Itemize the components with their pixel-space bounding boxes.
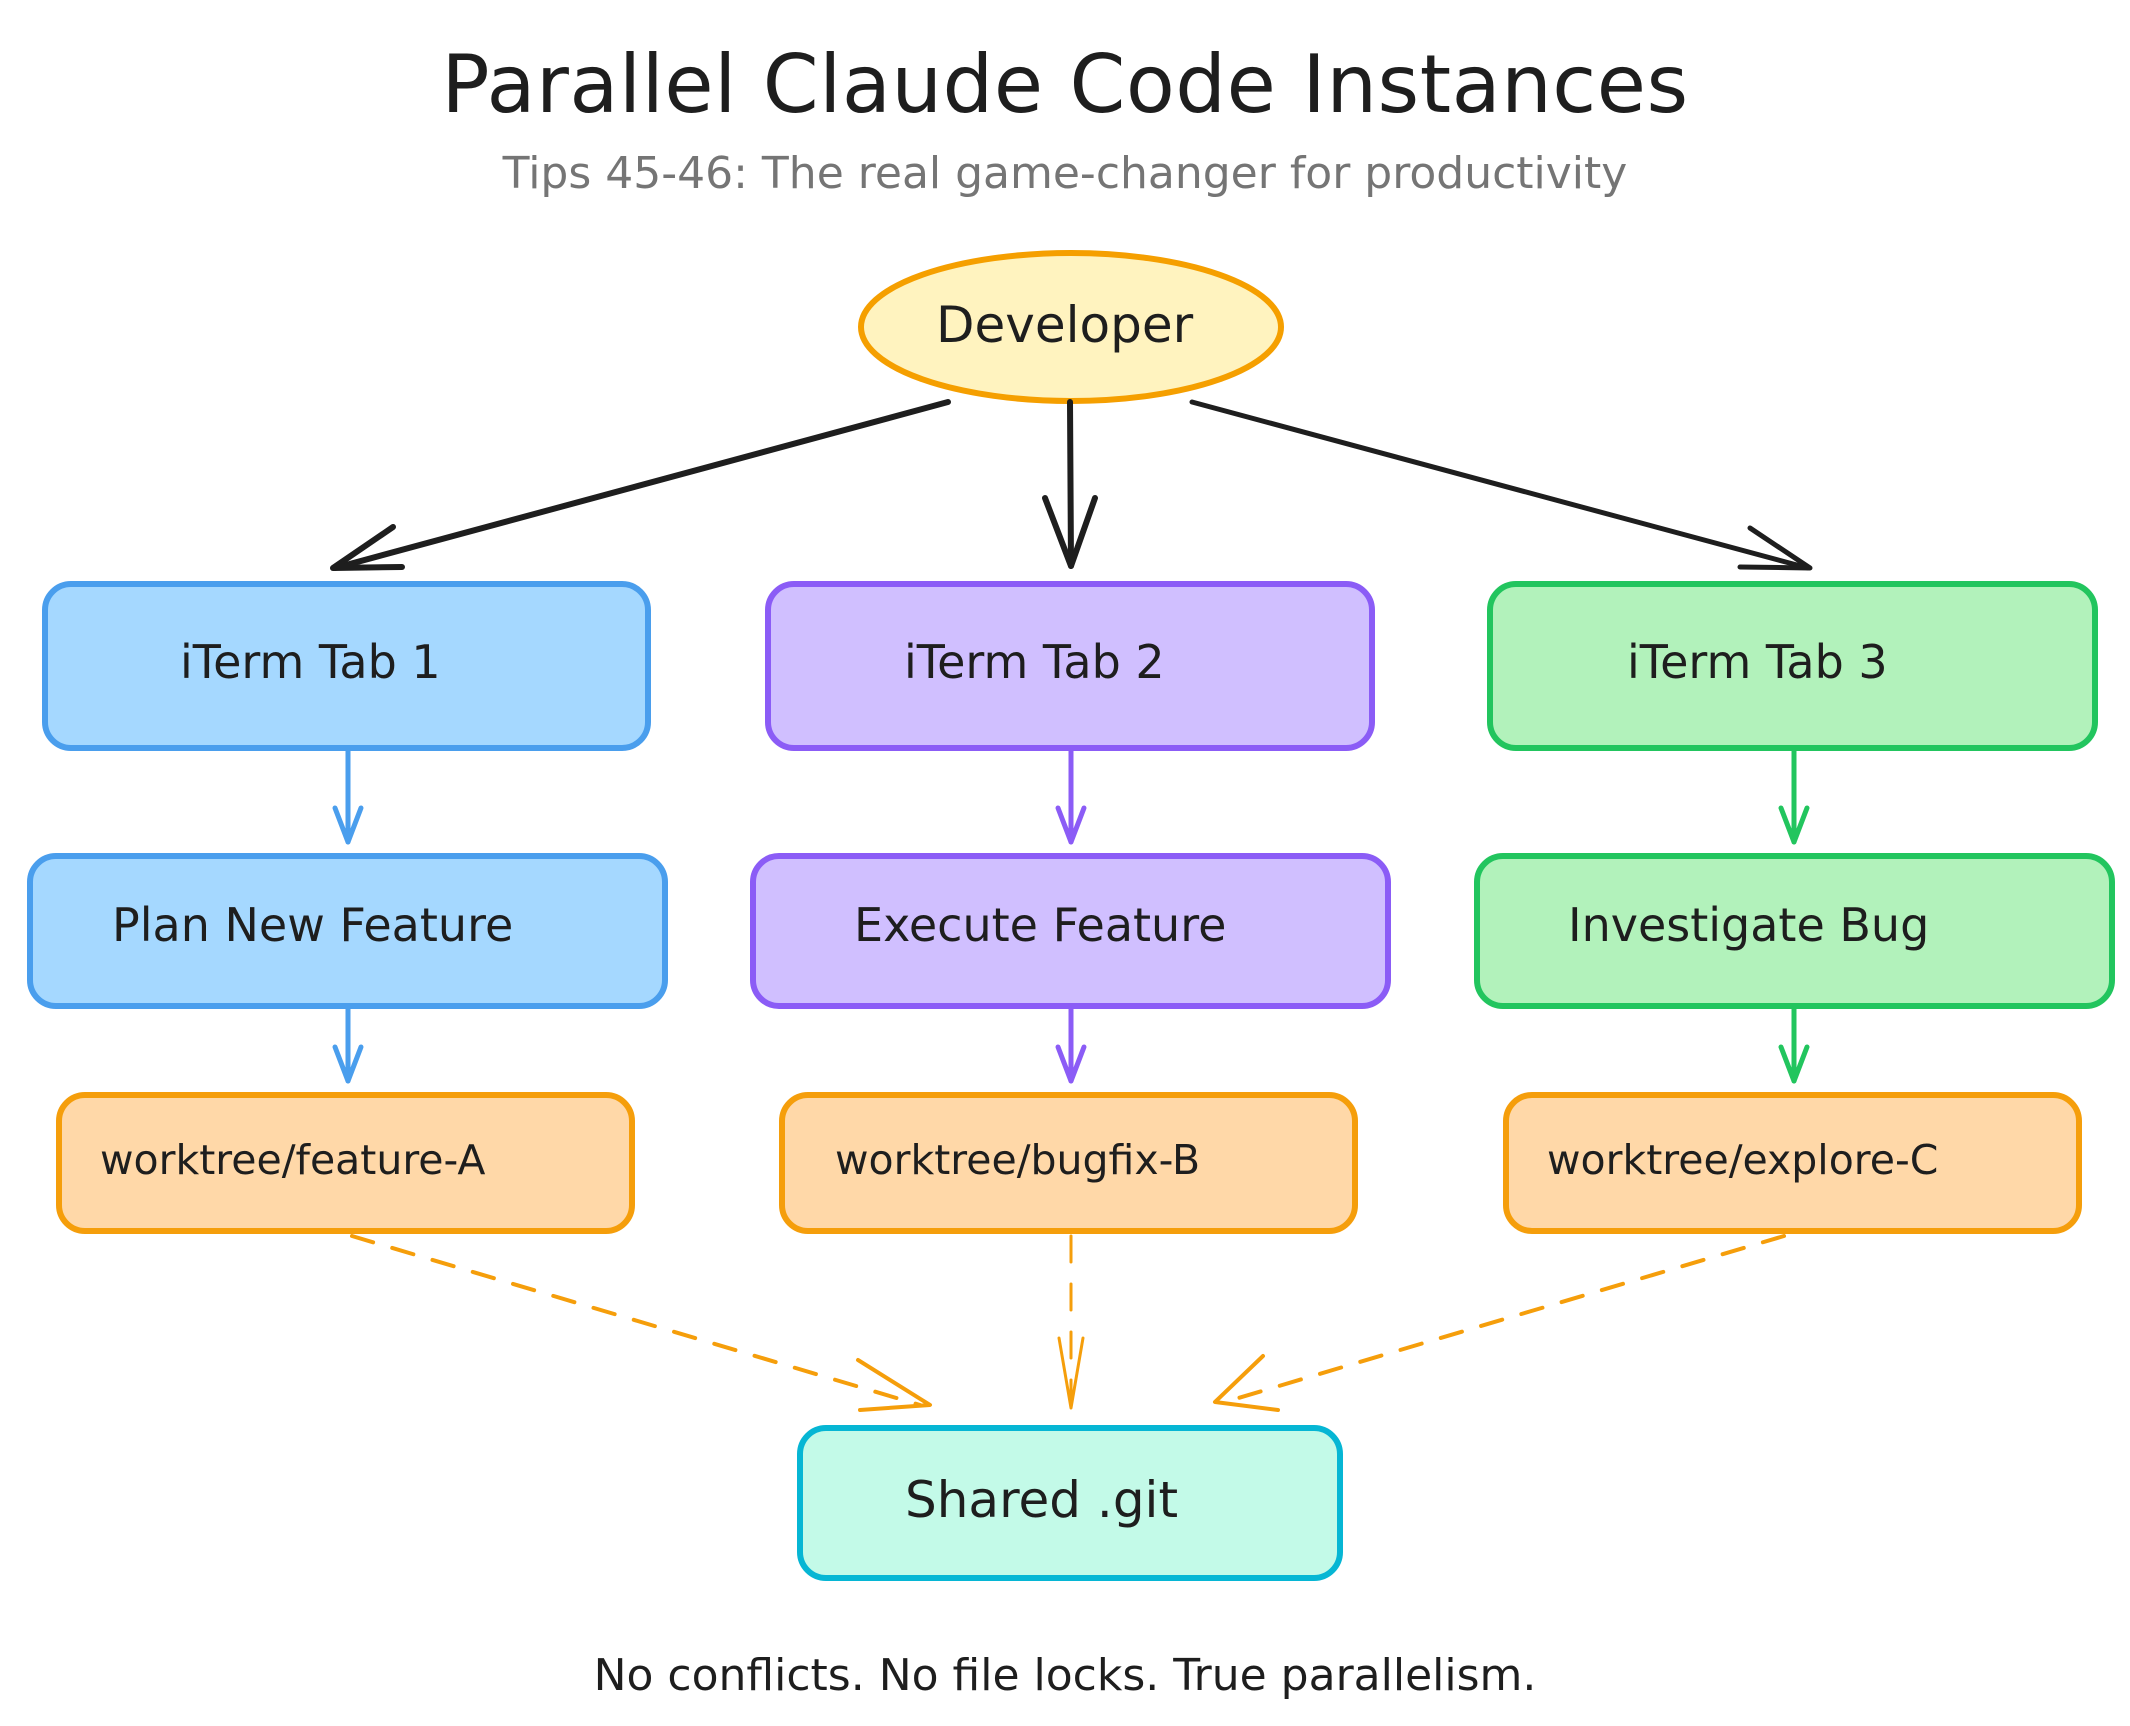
worktree2-node-shape[interactable] [779, 1092, 1358, 1234]
task1-label: Plan New Feature [112, 898, 514, 952]
arrow-task3-to-worktree3-head [1778, 1044, 1810, 1084]
tab1-label: iTerm Tab 1 [180, 635, 441, 689]
arrow-developer-to-tab3 [1189, 399, 1811, 571]
dashed-arrow-bugfix-b-to-shared-head [1057, 1336, 1085, 1410]
worktree-b-label: worktree/bugfix-B [835, 1136, 1201, 1184]
tab2-node-shape[interactable] [765, 581, 1375, 751]
task3-label: Investigate Bug [1568, 898, 1930, 952]
task2-node-shape[interactable] [750, 853, 1391, 1009]
worktree1-node-shape[interactable] [56, 1092, 635, 1234]
task1-node-shape[interactable] [27, 853, 668, 1009]
shared-git-node-shape[interactable] [797, 1425, 1343, 1581]
arrow-task2-to-worktree2-head [1055, 1044, 1087, 1084]
worktree-c-label: worktree/explore-C [1547, 1136, 1939, 1184]
tab3-label: iTerm Tab 3 [1627, 635, 1888, 689]
arrow-tab2-to-task2-head [1055, 805, 1087, 845]
shared-git-label: Shared .git [905, 1471, 1179, 1529]
dashed-arrow-explore-c-to-shared-head [1213, 1354, 1280, 1412]
arrow-task1-to-worktree1-head [332, 1044, 364, 1084]
diagram-title: Parallel Claude Code Instances [441, 38, 1689, 131]
arrow-tab1-to-task1-head [332, 805, 364, 845]
worktree-to-shared-arrows [350, 1234, 1786, 1412]
task3-node-shape[interactable] [1474, 853, 2115, 1009]
arrow-developer-to-tab2 [1067, 399, 1074, 569]
diagram-footer: No conflicts. No file locks. True parall… [593, 1650, 1537, 1701]
dashed-arrow-feature-a-to-shared-head [856, 1358, 932, 1412]
dashed-arrow-feature-a-to-shared [350, 1234, 922, 1407]
dashed-arrow-explore-c-to-shared [1223, 1234, 1786, 1404]
developer-arrows [330, 399, 1813, 571]
worktree3-node-shape[interactable] [1503, 1092, 2082, 1234]
tab2-label: iTerm Tab 2 [904, 635, 1165, 689]
arrow-developer-to-tab1 [332, 399, 951, 571]
arrow-developer-to-tab1-head [330, 524, 405, 571]
arrow-developer-to-tab2-head [1042, 495, 1098, 569]
arrow-tab3-to-task3-head [1778, 805, 1810, 845]
arrow-developer-to-tab3-head [1737, 525, 1813, 571]
worktree-a-label: worktree/feature-A [100, 1136, 486, 1184]
developer-label: Developer [936, 296, 1194, 354]
tab1-node-shape[interactable] [42, 581, 651, 751]
task2-label: Execute Feature [854, 898, 1227, 952]
diagram-subtitle: Tips 45-46: The real game-changer for pr… [502, 148, 1628, 199]
tab3-node-shape[interactable] [1487, 581, 2098, 751]
